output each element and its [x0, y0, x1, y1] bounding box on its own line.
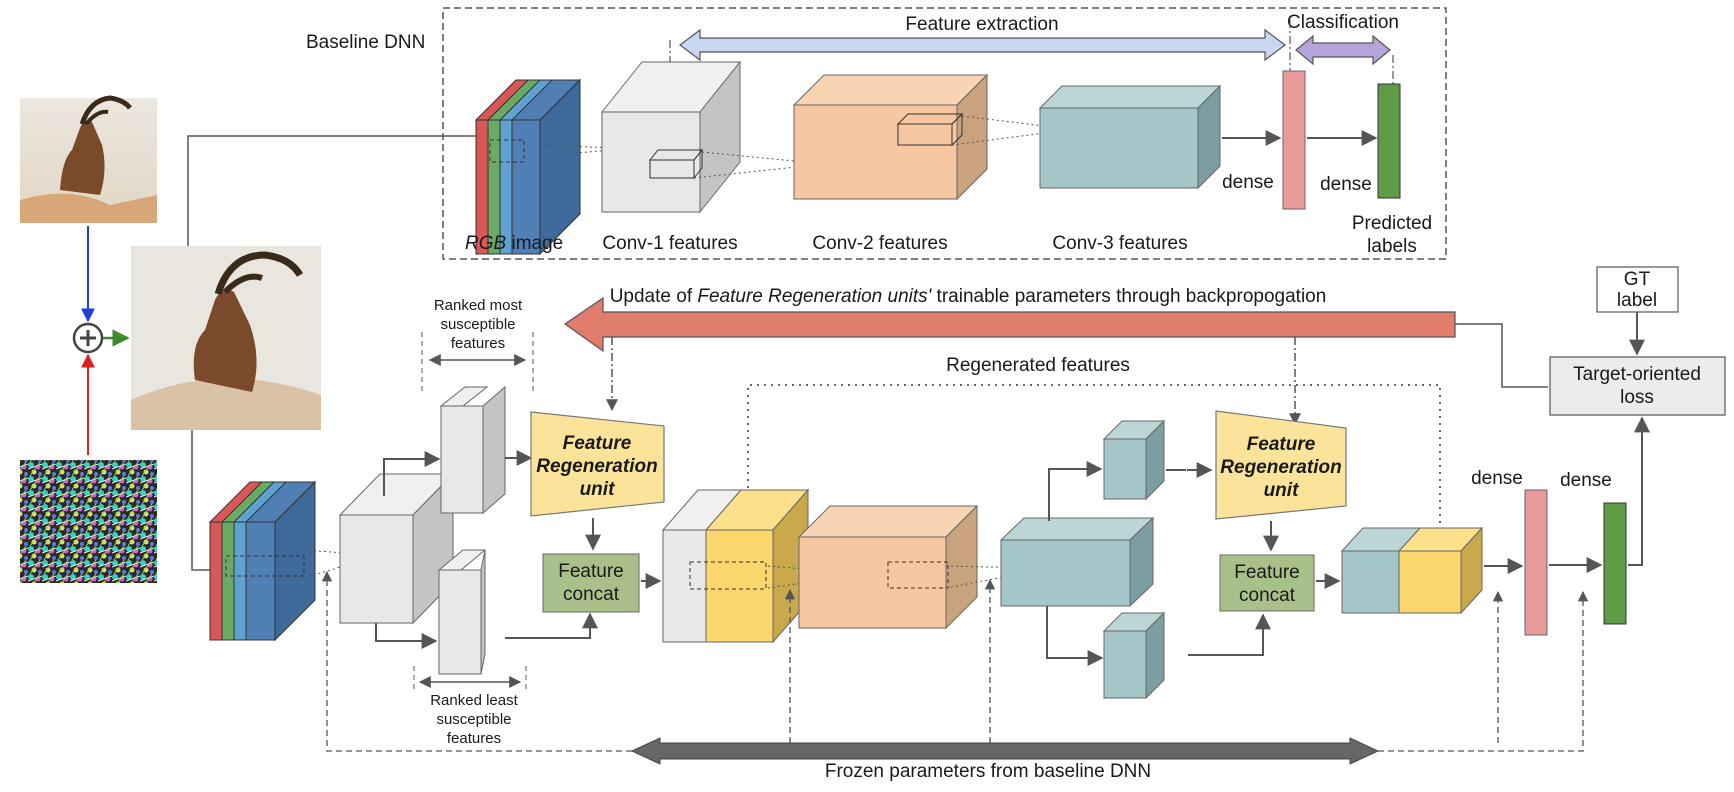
feature-extraction-arrow: [679, 28, 1286, 62]
conv3-least-susceptible: [1102, 611, 1166, 700]
top-dense-label-2: dense: [1320, 174, 1372, 195]
bottom-dense-layer-1: [1524, 489, 1548, 636]
conv3-most-susceptible: [1102, 419, 1166, 501]
top-conv1-cube: [600, 60, 742, 214]
conv3-label: Conv-3 features: [1052, 233, 1187, 254]
perturbation-noise-image: [20, 460, 157, 583]
feature-regeneration-unit-1: [530, 411, 665, 517]
concatenated-features-2: [1340, 526, 1484, 615]
concatenated-features-1: [661, 488, 810, 644]
conv1-label: Conv-1 features: [602, 233, 737, 254]
feature-concat-1: [542, 553, 640, 613]
top-conv3-cube: [1038, 84, 1222, 190]
bottom-conv3-cube: [999, 516, 1155, 608]
bottom-dense-label-1: dense: [1471, 468, 1523, 489]
baseline-dnn-label: Baseline DNN: [306, 32, 425, 53]
top-dense-layer-2: [1377, 83, 1401, 199]
feature-extraction-label: Feature extraction: [905, 14, 1058, 35]
most-susceptible-features: [439, 385, 506, 515]
top-dense-layer-1: [1282, 70, 1306, 210]
classification-arrow: [1295, 34, 1391, 66]
target-oriented-loss-box: [1549, 356, 1726, 416]
bottom-rgb-image-stack: [208, 480, 317, 642]
bottom-conv1-cube: [338, 472, 455, 625]
feature-regeneration-unit-2: [1215, 410, 1347, 520]
top-dense-label-1: dense: [1222, 172, 1274, 193]
update-label: Update of Feature Regeneration units' tr…: [610, 286, 1327, 307]
conv2-label: Conv-2 features: [812, 233, 947, 254]
frozen-parameters-label: Frozen parameters from baseline DNN: [825, 761, 1151, 782]
classification-label: Classification: [1287, 12, 1399, 33]
regenerated-features-label: Regenerated features: [946, 355, 1130, 376]
add-operator-icon: [72, 322, 104, 354]
least-susceptible-features: [437, 549, 487, 675]
rgb-image-label: RGB image: [465, 233, 563, 254]
gt-label-box: [1596, 266, 1679, 313]
clean-image: [20, 95, 157, 223]
top-conv2-cube: [792, 73, 989, 201]
feature-concat-2: [1219, 554, 1315, 612]
adversarial-image: [131, 246, 321, 430]
bottom-dense-layer-2: [1603, 502, 1627, 625]
top-rgb-image-stack: [474, 78, 582, 256]
bottom-dense-label-2: dense: [1560, 470, 1612, 491]
bottom-conv2-cube: [797, 504, 979, 630]
baseline-dnn-box: [442, 7, 1447, 260]
